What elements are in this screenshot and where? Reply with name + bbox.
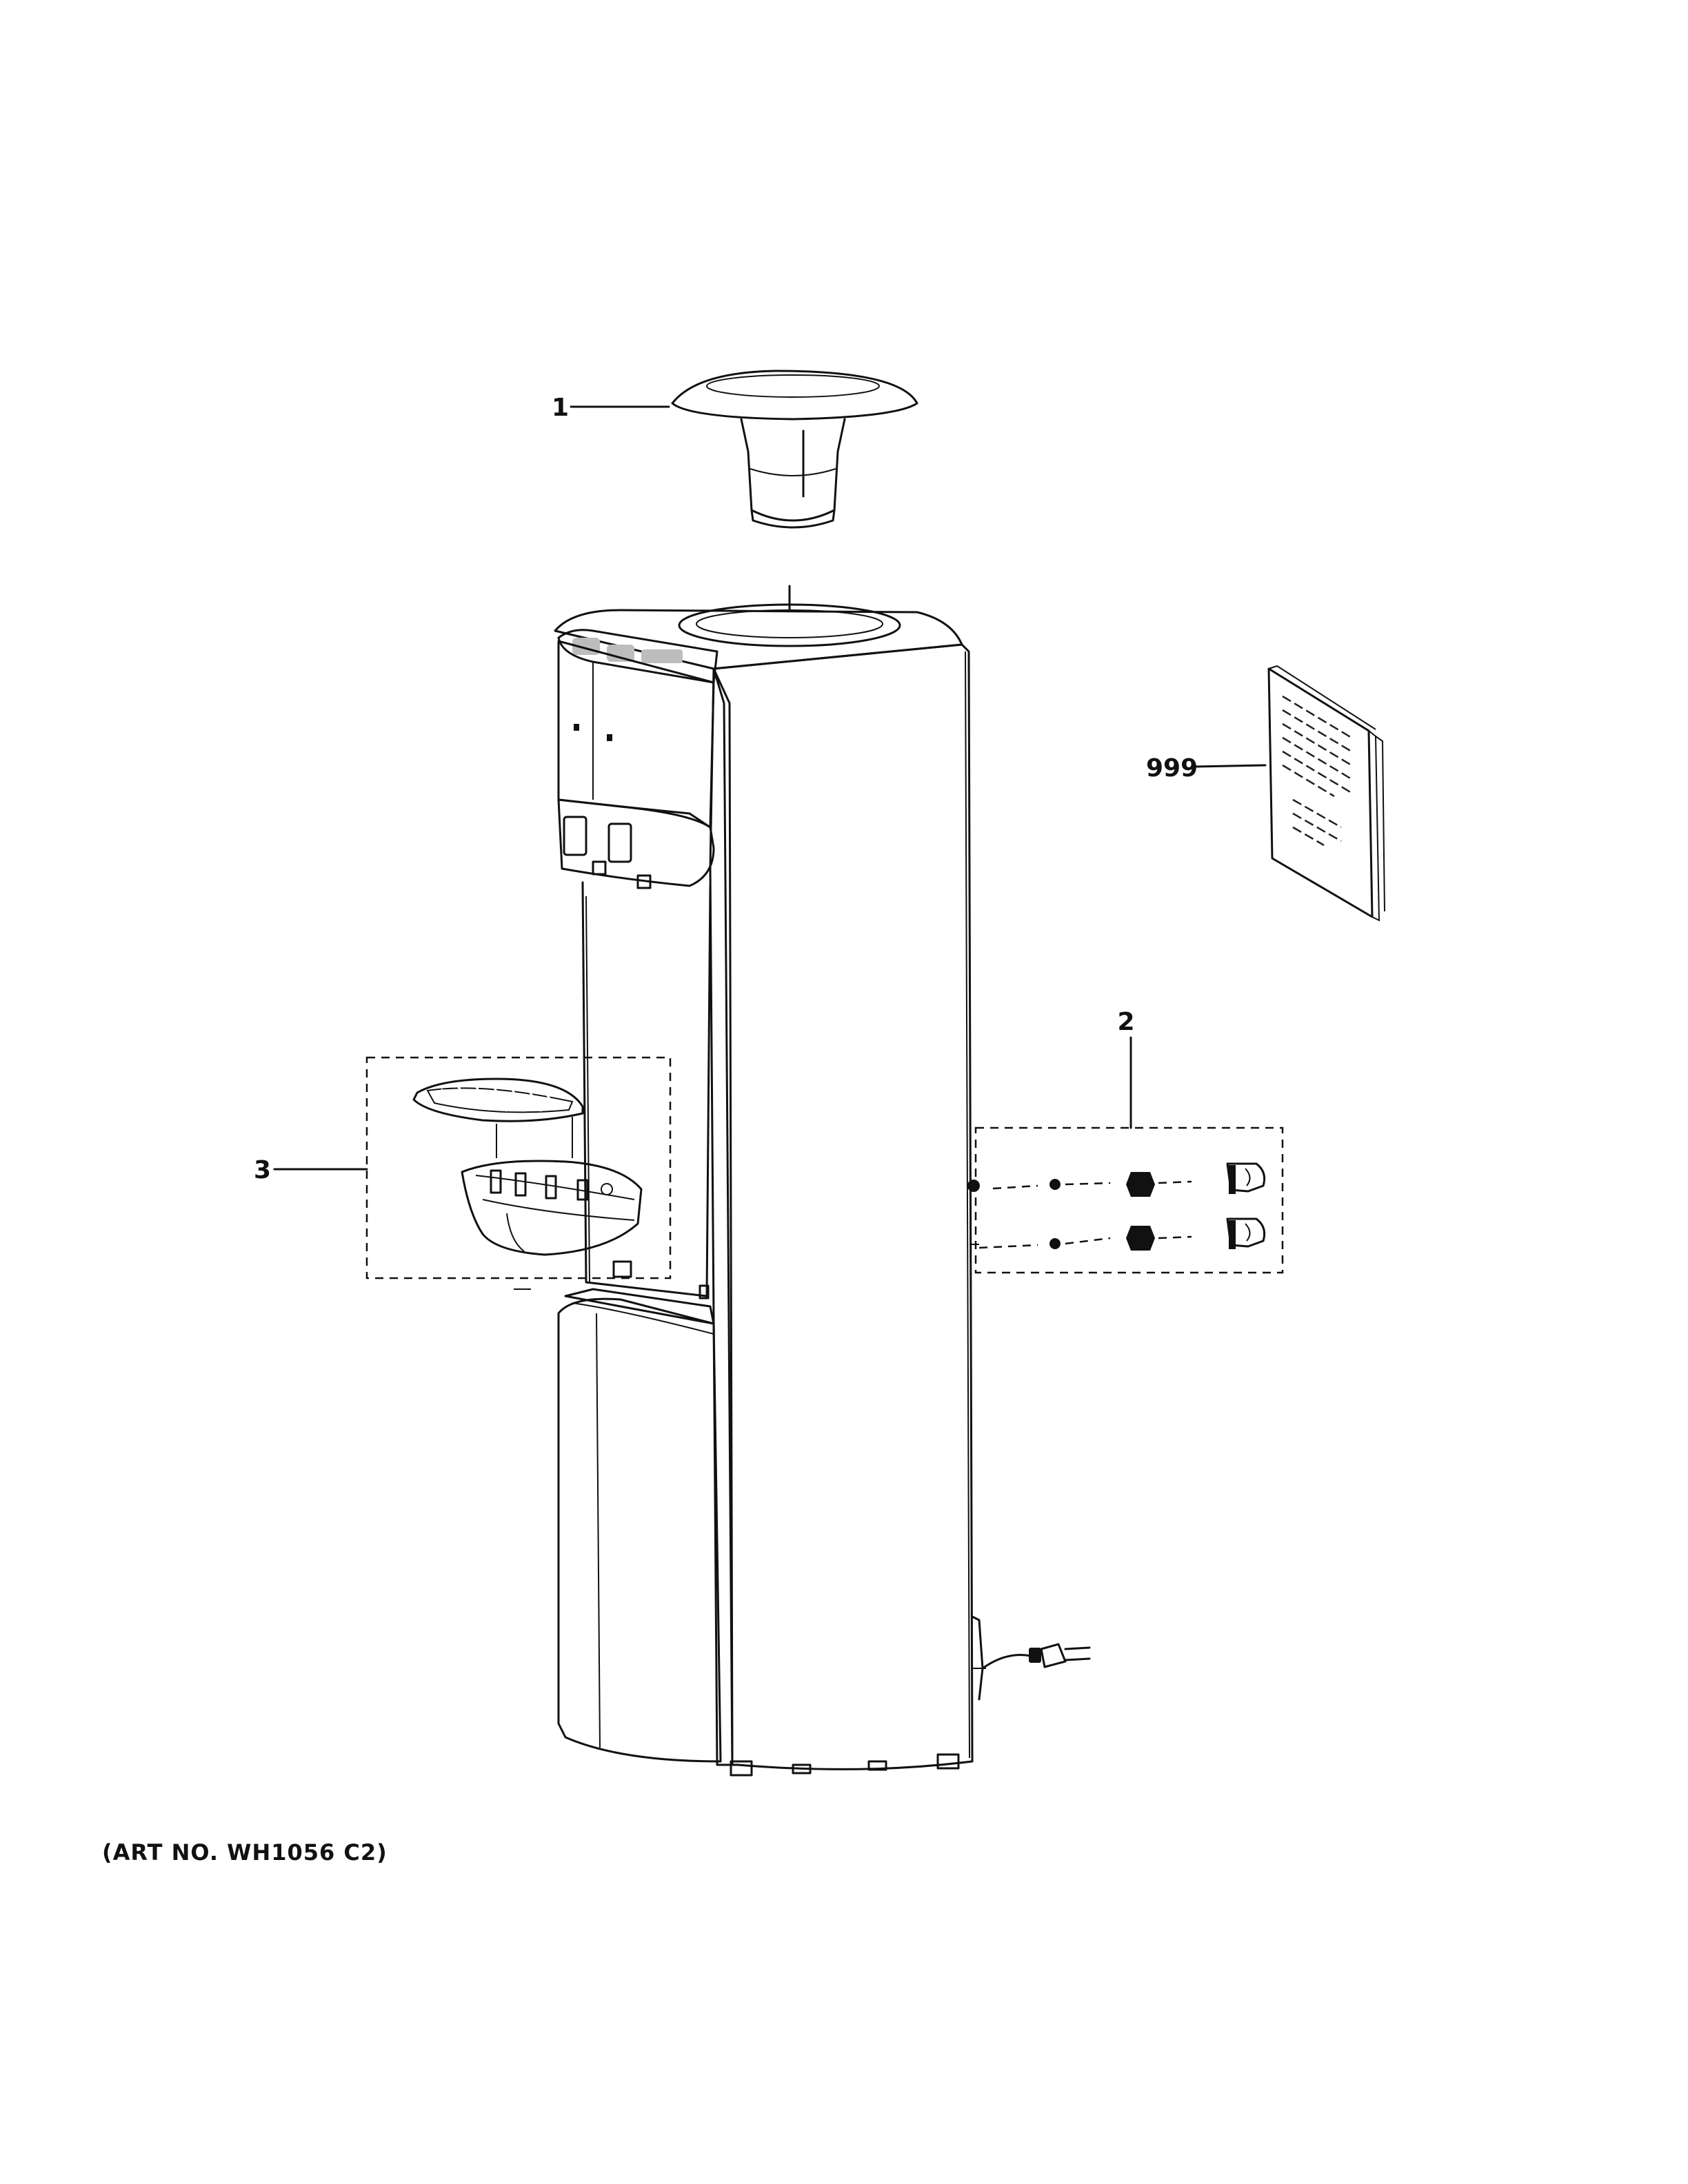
part-999-owners-manual xyxy=(1267,665,1385,922)
callout-label-3: 3 xyxy=(254,1156,271,1184)
part-3-drip-tray-assembly xyxy=(365,1056,672,1290)
water-dispenser-cabinet xyxy=(554,585,1091,1777)
callout-label-999: 999 xyxy=(1146,754,1198,782)
part-1-bottle-guard xyxy=(671,370,918,529)
callout-leaders xyxy=(273,405,1267,1171)
part-2-hardware-kit xyxy=(974,1126,1284,1274)
callout-label-1: 1 xyxy=(552,394,569,422)
callout-label-2: 2 xyxy=(1117,1008,1134,1036)
art-number-caption: (ART NO. WH1056 C2) xyxy=(102,1839,388,1866)
